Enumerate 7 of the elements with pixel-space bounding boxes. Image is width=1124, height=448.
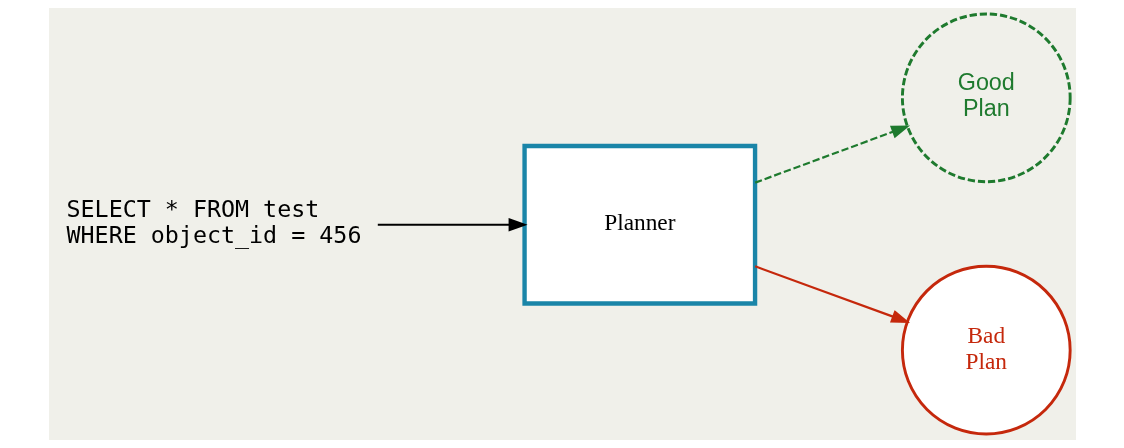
node-circle: Good Plan — [900, 12, 1072, 184]
arrow — [377, 218, 528, 232]
arrow — [754, 125, 910, 184]
arrow — [754, 265, 910, 323]
node-circle: Bad Plan — [900, 264, 1072, 436]
node-text: SELECT * FROM test WHERE object_id = 456 — [66, 195, 361, 250]
node-box: Planner — [521, 143, 757, 306]
